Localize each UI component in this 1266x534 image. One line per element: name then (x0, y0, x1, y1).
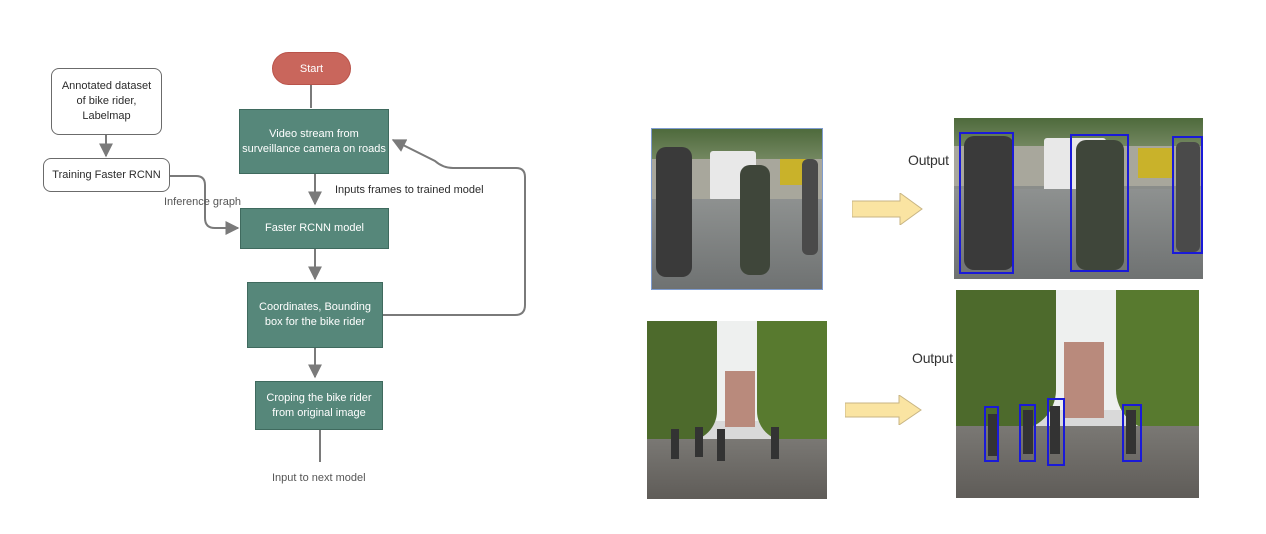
output-label-2: Output (912, 350, 953, 366)
detection-box (959, 132, 1014, 274)
arrow-right-icon (845, 395, 922, 425)
cropping-node: Croping the bike rider from original ima… (255, 381, 383, 430)
detection-box (1047, 398, 1065, 466)
detection-box (1122, 404, 1142, 462)
inputs-frames-label: Inputs frames to trained model (335, 184, 484, 196)
start-node: Start (272, 52, 351, 85)
next-model-label: Input to next model (272, 472, 366, 484)
detection-box (984, 406, 999, 462)
arrow-training-to-model (170, 175, 240, 235)
arrow-feedback-loop (383, 139, 526, 316)
input-image-street (647, 321, 827, 499)
arrow-right-icon (852, 193, 923, 225)
input-image-traffic (651, 128, 823, 290)
video-stream-node: Video stream from surveillance camera on… (239, 109, 389, 174)
output-image-traffic (954, 118, 1203, 279)
coordinates-node: Coordinates, Bounding box for the bike r… (247, 282, 383, 348)
detection-box (1172, 136, 1203, 254)
training-node: Training Faster RCNN (43, 158, 170, 192)
annotated-dataset-node: Annotated dataset of bike rider, Labelma… (51, 68, 162, 135)
faster-rcnn-node: Faster RCNN model (240, 208, 389, 249)
inference-graph-label: Inference graph (164, 196, 242, 208)
detection-box (1019, 404, 1036, 462)
output-label-1: Output (908, 152, 949, 168)
detection-box (1070, 134, 1129, 272)
output-image-street (956, 290, 1199, 498)
